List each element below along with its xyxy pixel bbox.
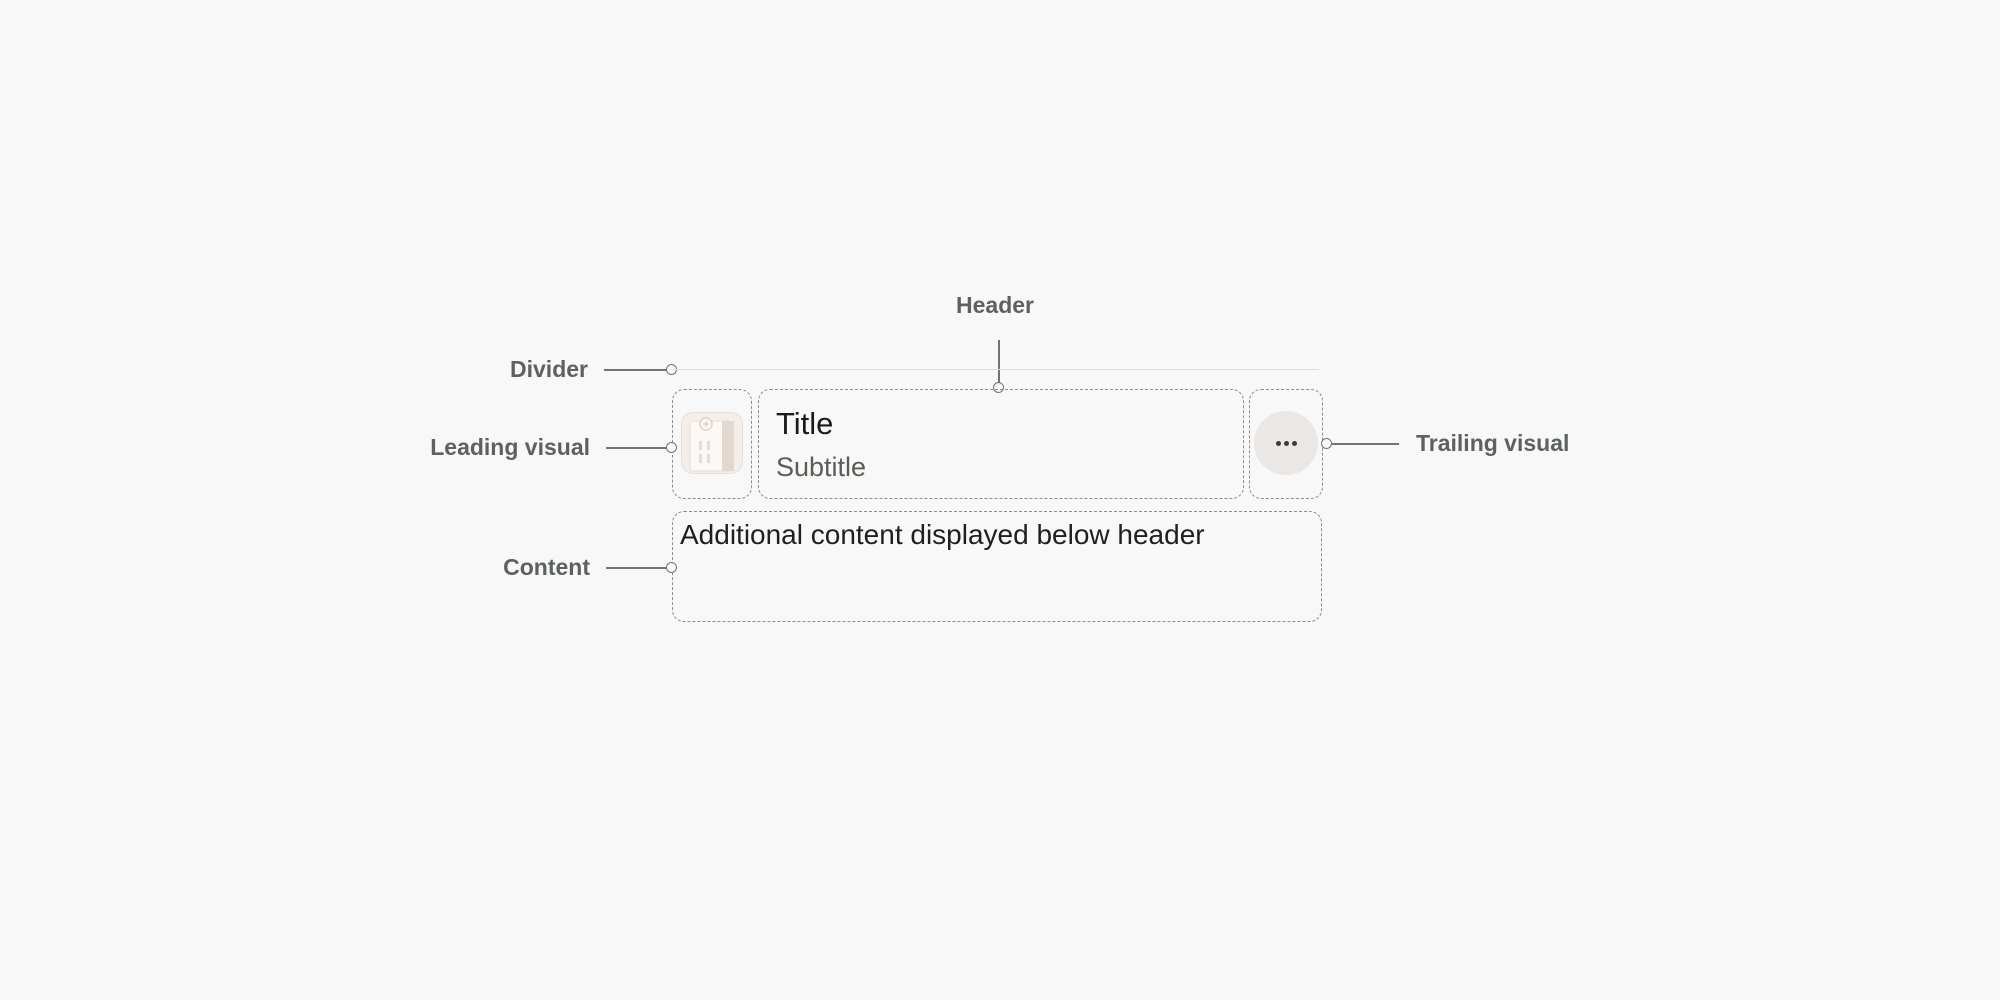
header-anchor-dot [993,382,1004,393]
header-annotation-label: Header [956,292,1034,318]
more-options-button[interactable] [1254,411,1318,475]
trailing-visual-leader-line [1332,443,1399,445]
leading-visual-thumbnail [681,412,743,474]
list-item-content: Additional content displayed below heade… [680,519,1205,550]
divider-leader-line [604,369,667,371]
building-icon [689,417,734,472]
content-anchor-dot [666,562,677,573]
header-outline [758,389,1244,499]
leading-visual-annotation-label: Leading visual [430,434,590,460]
leading-visual-leader-line [606,447,667,449]
more-horizontal-icon [1275,440,1297,446]
content-leader-line [606,567,667,569]
trailing-visual-annotation-label: Trailing visual [1416,430,1570,456]
content-annotation-label: Content [503,554,590,580]
leading-visual-anchor-dot [666,442,677,453]
divider-annotation-label: Divider [510,356,588,382]
header-leader-line [998,340,1000,386]
divider-line [672,369,1319,370]
trailing-visual-anchor-dot [1321,438,1332,449]
list-item-title: Title [776,406,834,441]
list-item-subtitle: Subtitle [776,452,867,482]
